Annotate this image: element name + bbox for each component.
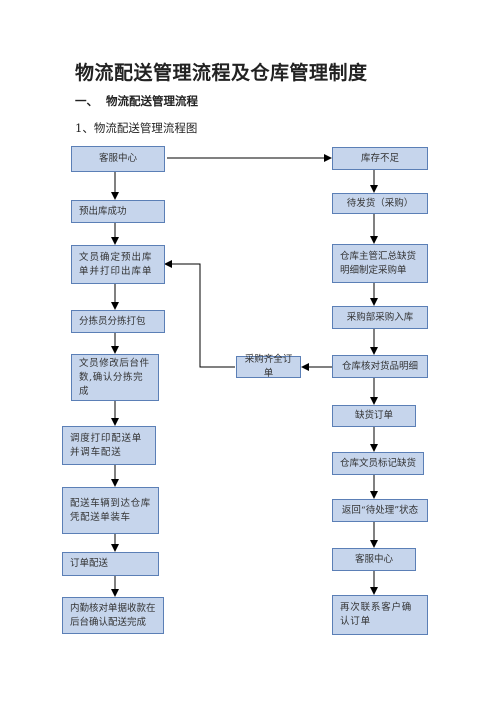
left-box-9: 内勤核对单据收款在后台确认配送完成 — [62, 597, 164, 634]
left-box-7-label: 配送车辆到达仓库凭配送单装车 — [70, 497, 151, 523]
right-box-6: 缺货订单 — [332, 405, 416, 427]
left-box-3: 文员确定预出库单并打印出库单 — [71, 245, 165, 284]
right-box-4: 采购部采购入库 — [332, 306, 428, 329]
right-box-5-label: 仓库核对货品明细 — [341, 360, 418, 372]
arrow-to-clerk-confirm — [164, 260, 235, 368]
document-title: 物流配送管理流程及仓库管理制度 — [75, 62, 368, 84]
left-box-5: 文员修改后台件数,确认分拣完成 — [71, 354, 159, 401]
right-box-9: 客服中心 — [332, 548, 416, 571]
subsection-heading: 1、物流配送管理流程图 — [75, 121, 198, 135]
right-box-7: 仓库文员标记缺货 — [332, 452, 424, 475]
left-box-8: 订单配送 — [62, 552, 159, 576]
right-box-9-label: 客服中心 — [354, 553, 393, 565]
left-box-1: 客服中心 — [71, 146, 165, 172]
middle-box: 采购齐全订单 — [236, 354, 301, 379]
right-box-10: 再次联系客户确认订单 — [332, 595, 428, 635]
left-box-2-label: 预出库成功 — [79, 205, 127, 217]
right-box-1-label: 库存不足 — [360, 152, 399, 164]
section-heading: 一、 物流配送管理流程 — [75, 94, 199, 108]
right-box-7-label: 仓库文员标记缺货 — [339, 457, 416, 469]
left-box-9-label: 内勤核对单据收款在后台确认配送完成 — [70, 602, 156, 628]
left-box-6: 调度打印配送单并调车配送 — [62, 426, 156, 465]
right-box-6-label: 缺货订单 — [354, 410, 393, 421]
left-box-6-label: 调度打印配送单并调车配送 — [70, 432, 143, 458]
right-box-10-label: 再次联系客户确认订单 — [340, 602, 413, 627]
right-box-8-label: 返回“待处理”状态 — [341, 504, 419, 516]
right-box-5: 仓库核对货品明细 — [332, 355, 428, 378]
right-box-3-label: 仓库主管汇总缺货明细制定采购单 — [340, 250, 417, 276]
left-box-8-label: 订单配送 — [70, 558, 109, 569]
left-box-1-label: 客服中心 — [98, 153, 137, 164]
left-box-2: 预出库成功 — [71, 200, 165, 223]
right-box-1: 库存不足 — [332, 147, 428, 170]
right-box-2-label: 待发货（采购） — [346, 197, 414, 209]
right-box-4-label: 采购部采购入库 — [346, 311, 414, 323]
left-box-5-label: 文员修改后台件数,确认分拣完成 — [79, 357, 150, 397]
left-box-3-label: 文员确定预出库单并打印出库单 — [79, 251, 153, 277]
left-box-4: 分拣员分拣打包 — [71, 310, 165, 333]
left-box-7: 配送车辆到达仓库凭配送单装车 — [62, 487, 159, 534]
right-box-3: 仓库主管汇总缺货明细制定采购单 — [332, 244, 428, 283]
right-box-8: 返回“待处理”状态 — [332, 499, 428, 522]
middle-box-label: 采购齐全订单 — [244, 354, 293, 379]
left-box-4-label: 分拣员分拣打包 — [79, 315, 146, 327]
right-box-2: 待发货（采购） — [332, 193, 428, 214]
